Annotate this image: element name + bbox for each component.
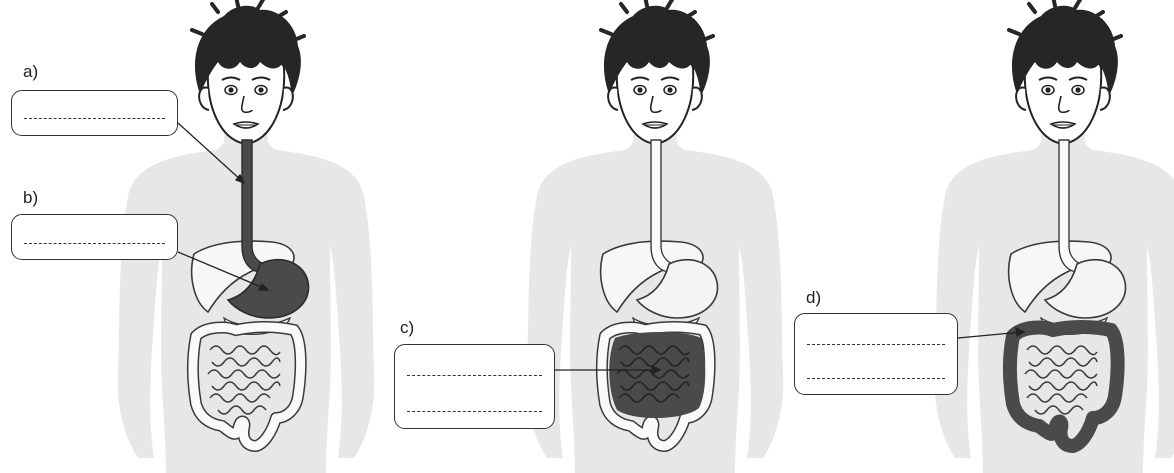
label-a: a) <box>23 62 38 82</box>
label-b: b) <box>23 188 38 208</box>
answer-line <box>24 243 165 244</box>
figure-2 <box>527 0 784 473</box>
head <box>192 0 304 144</box>
figure-3 <box>935 0 1174 473</box>
answer-line <box>24 118 165 119</box>
head <box>601 0 713 144</box>
answer-box-b[interactable] <box>11 214 178 260</box>
answer-box-c[interactable] <box>394 344 555 429</box>
answer-line <box>407 375 542 376</box>
answer-box-a[interactable] <box>11 90 178 136</box>
answer-line <box>807 344 945 345</box>
small-intestine-highlighted <box>609 332 705 418</box>
label-d: d) <box>806 288 821 308</box>
label-c: c) <box>400 318 414 338</box>
head <box>1009 0 1121 144</box>
answer-line <box>407 411 542 412</box>
answer-box-d[interactable] <box>794 313 958 395</box>
answer-line <box>807 378 945 379</box>
